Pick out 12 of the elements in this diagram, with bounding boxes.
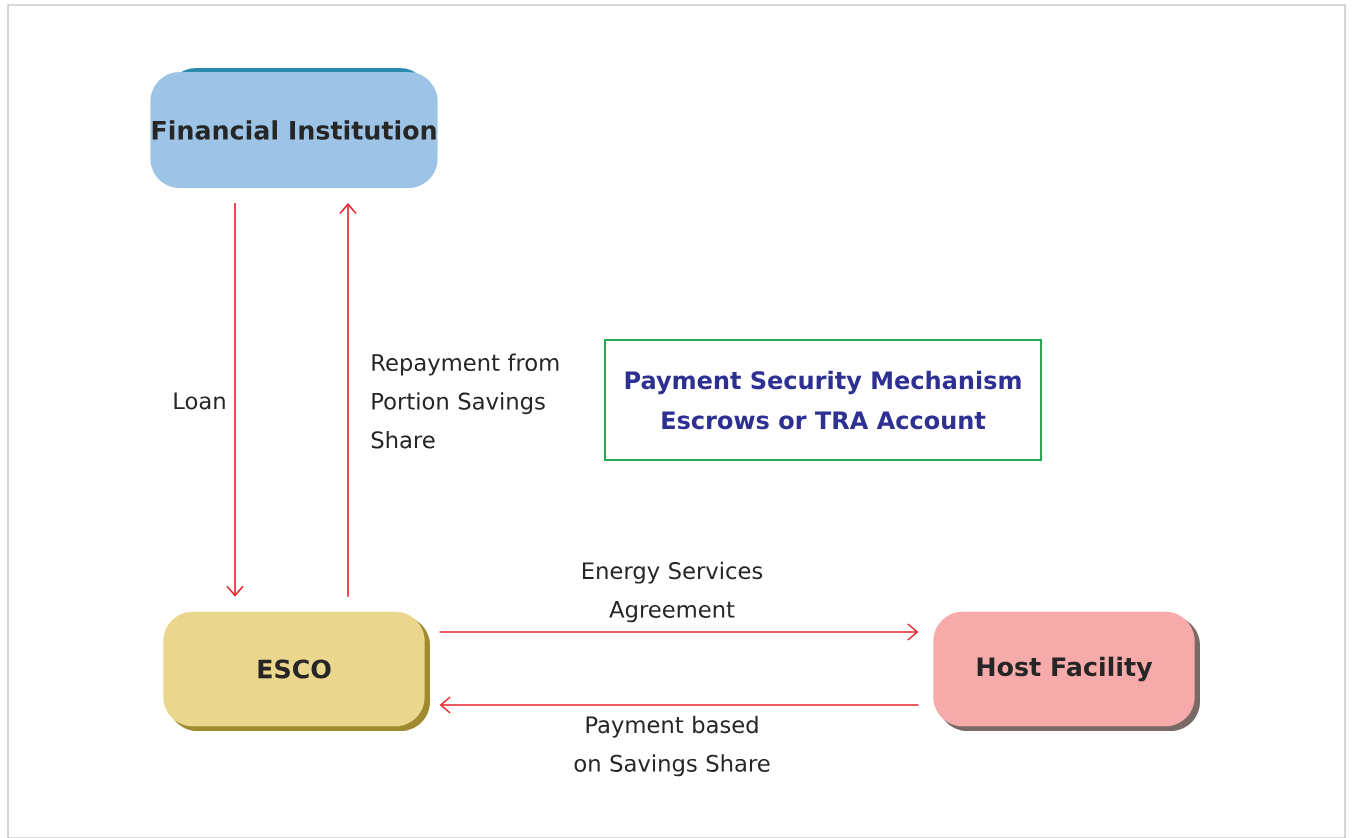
- arrow: [226, 202, 244, 597]
- rounded-box: ESCO: [163, 611, 430, 731]
- edge-label: Energy Services Agreement: [583, 561, 763, 623]
- rounded-box: Host Facility: [933, 611, 1200, 731]
- arrow: [339, 202, 357, 598]
- rounded-box: Financial Institution: [150, 68, 438, 188]
- arrow: [439, 696, 920, 714]
- edge-label: Repayment from Portion Savings Share: [371, 353, 559, 449]
- edge-label: Payment based on Savings Share: [574, 715, 770, 777]
- arrow: [438, 623, 919, 641]
- edge-label: Loan: [174, 392, 225, 410]
- outlined-box: Payment Security Mechanism Escrows or TRA Account: [604, 339, 1042, 461]
